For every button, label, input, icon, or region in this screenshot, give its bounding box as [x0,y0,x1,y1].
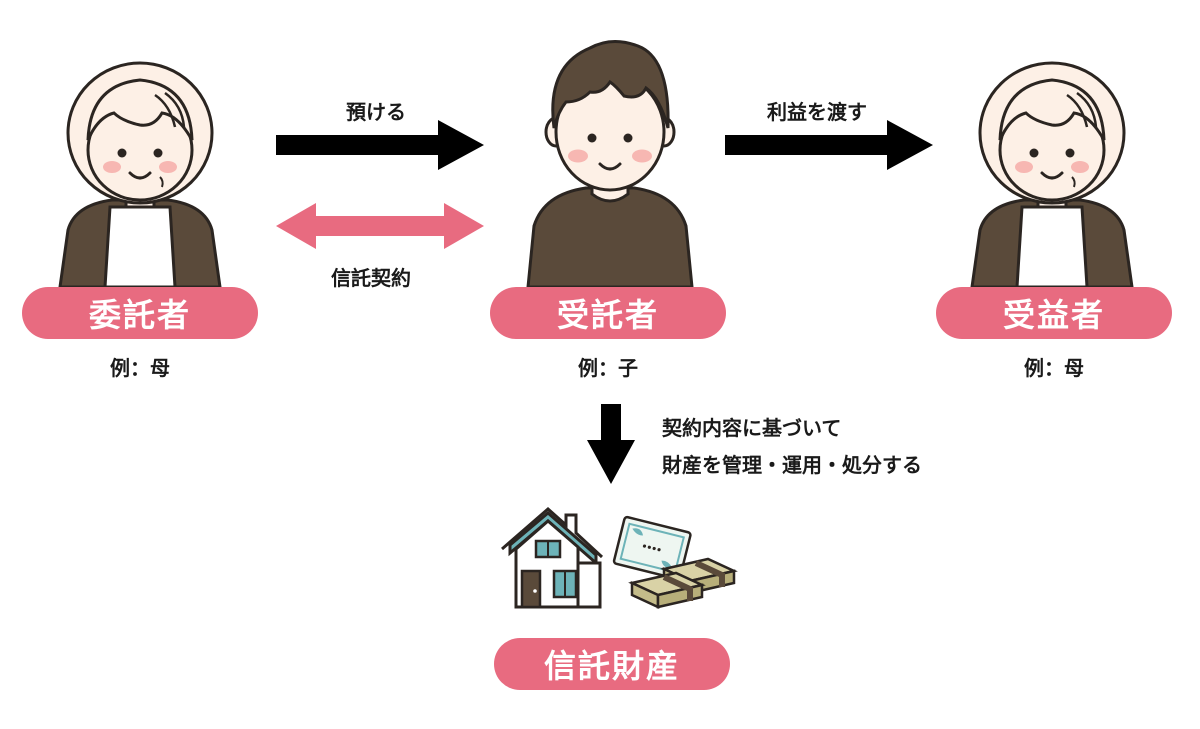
beneficiary-label: 受益者 [936,287,1172,339]
contract-arrow-label: 信託契約 [331,266,411,290]
deposit-certificate-icon [612,515,692,581]
management-text-line1: 契約内容に基づいて [662,416,842,440]
settlor-example: 例：母 [110,356,170,380]
beneficiary-example: 例：母 [1024,356,1084,380]
trustee-label: 受託者 [490,287,726,339]
trustee-figure-icon [526,40,694,289]
manage-down-arrow-icon [587,404,635,484]
settlor-label: 委託者 [22,287,258,339]
deposit-arrow-icon [276,120,484,170]
settlor-figure-icon [58,61,222,289]
trustee-example: 例：子 [578,356,638,380]
house-icon [501,507,604,609]
beneficiary-figure-icon [970,61,1134,289]
management-text-line2: 財産を管理・運用・処分する [662,453,922,477]
benefit-arrow-icon [725,120,933,170]
contract-double-arrow-icon [276,203,484,249]
cash-bundles-icon [628,557,738,609]
deposit-arrow-label: 預ける [346,100,406,124]
benefit-arrow-label: 利益を渡す [767,100,867,124]
trust-property-label: 信託財産 [494,638,730,690]
